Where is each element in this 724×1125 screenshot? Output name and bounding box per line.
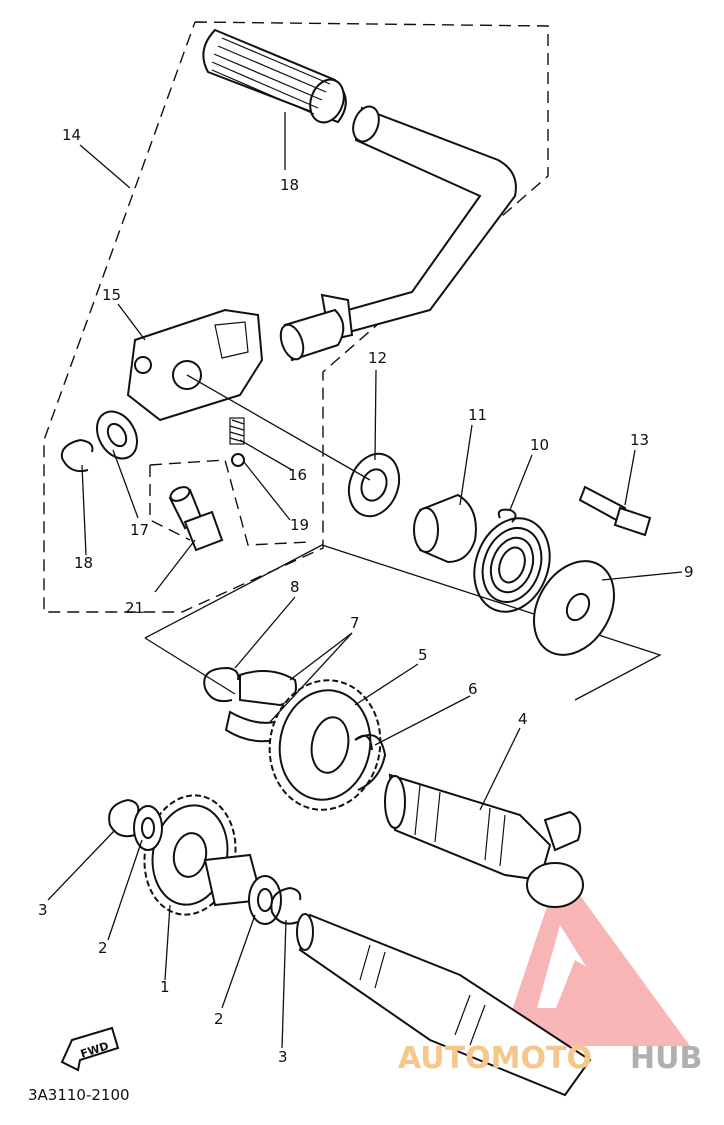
part-11-collar — [413, 493, 477, 564]
callout-14: 14 — [62, 126, 81, 144]
callout-9: 9 — [684, 563, 694, 581]
callout-3-right: 3 — [278, 1048, 288, 1066]
part-6-spring-clip — [354, 734, 387, 791]
callout-1: 1 — [160, 978, 170, 996]
callout-21: 21 — [125, 599, 144, 617]
callout-6: 6 — [468, 680, 478, 698]
watermark-text-part2: HUB — [630, 1041, 702, 1076]
callout-2-left: 2 — [98, 939, 108, 957]
callout-18: 18 — [74, 554, 93, 572]
part-12-oil-seal — [347, 452, 401, 518]
callout-15: 15 — [102, 286, 121, 304]
callout-17: 17 — [130, 521, 149, 539]
part-2-washer-left — [133, 805, 163, 851]
transmission-shaft — [296, 913, 592, 1097]
callout-8: 8 — [290, 578, 300, 596]
part-4-kick-axle — [384, 773, 584, 908]
leader-lines — [47, 112, 683, 1049]
callout-numbers: 18 14 15 12 11 10 13 9 16 19 17 18 21 8 … — [38, 126, 694, 1066]
diagram-code: 3A3110-2100 — [28, 1086, 130, 1104]
callout-4: 4 — [518, 710, 528, 728]
callout-5: 5 — [418, 646, 428, 664]
callout-2-right: 2 — [214, 1010, 224, 1028]
part-9-plate-washer — [533, 560, 615, 656]
callout-12: 12 — [368, 349, 387, 367]
watermark-logo — [500, 868, 690, 1046]
sub-outline-20-21 — [149, 459, 311, 546]
fwd-arrow-icon: FWD — [60, 1026, 120, 1072]
part-3-circlip-left — [108, 799, 140, 838]
part-21-bolt — [168, 486, 224, 552]
part-10-torsion-spring — [473, 508, 551, 613]
part-13-pin — [578, 485, 652, 537]
part-17-washer — [96, 410, 138, 460]
callout-7: 7 — [350, 614, 360, 632]
callout-16: 16 — [288, 466, 307, 484]
assembly-outline-7-9 — [144, 544, 662, 701]
part-16-spring — [229, 417, 245, 445]
part-8-circlip — [203, 667, 240, 703]
callout-10: 10 — [530, 436, 549, 454]
callout-19: 18 — [280, 176, 299, 194]
callout-3-left: 3 — [38, 901, 48, 919]
part-15-kick-boss — [126, 308, 264, 422]
part-2-washer-right — [248, 875, 282, 925]
part-19-grip — [202, 28, 347, 124]
part-14-kick-crank-arm — [279, 105, 517, 362]
callout-11: 11 — [468, 406, 487, 424]
part-18-circlip — [60, 439, 94, 473]
watermark-text-part1: AUTOMOTO — [398, 1041, 592, 1076]
callout-20: 19 — [290, 516, 309, 534]
part-20-ball — [231, 453, 245, 467]
assembly-outline-14 — [43, 21, 549, 613]
callout-13: 13 — [630, 431, 649, 449]
part-5-ratchet-gear — [268, 679, 382, 811]
part-3-circlip-right — [270, 887, 302, 925]
